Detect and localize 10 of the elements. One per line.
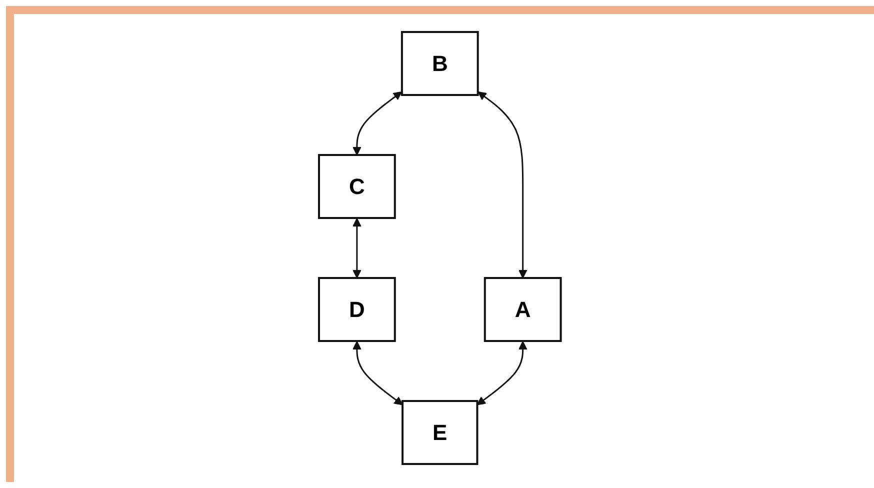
arrow [352, 218, 362, 278]
node-box: D [318, 276, 396, 342]
arrow [476, 340, 528, 405]
arrow [478, 90, 528, 278]
node-box: E [402, 400, 478, 464]
node-box: B [401, 30, 479, 96]
node-box: C [318, 154, 396, 218]
node-box: A [484, 276, 562, 342]
arrow [352, 90, 402, 155]
arrow [352, 340, 404, 405]
